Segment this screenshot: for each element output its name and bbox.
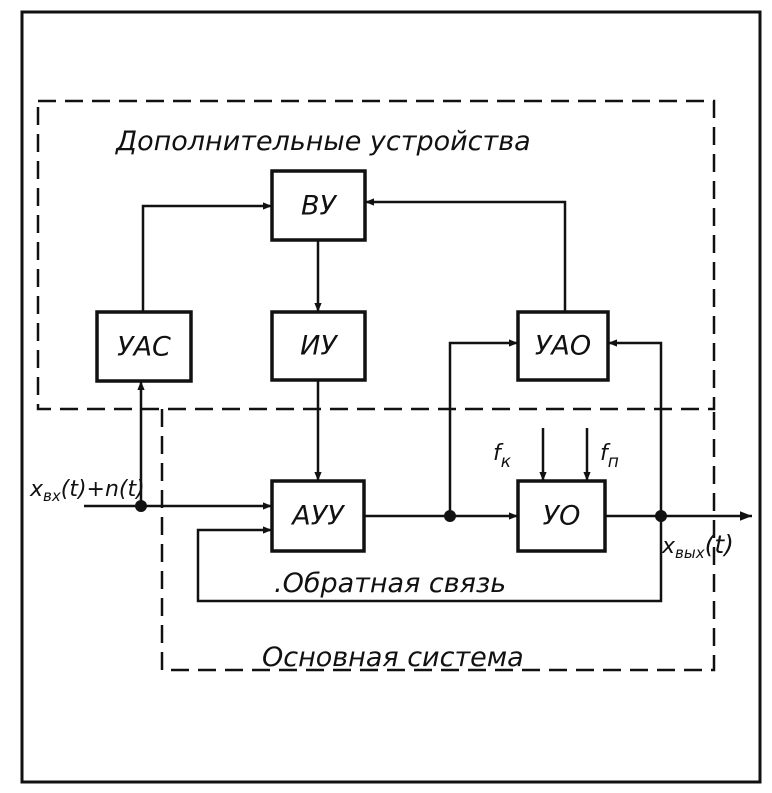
wire-uao-to-vu xyxy=(365,198,567,312)
additional-devices-label: Дополнительные устройства xyxy=(115,126,531,157)
disturbance-fk-label: fк xyxy=(493,441,512,472)
output-signal-label: xвых(t) xyxy=(661,530,734,562)
additional-devices-region xyxy=(36,99,716,411)
block-vu-label: ВУ xyxy=(301,191,338,222)
wire-control-to-uao xyxy=(448,339,518,516)
block-uas-label: УАС xyxy=(117,332,171,363)
block-auu-label: АУУ xyxy=(290,501,345,532)
junction-output xyxy=(655,510,667,522)
block-iu: ИУ xyxy=(270,310,367,382)
block-uo-label: УО xyxy=(543,501,581,532)
input-signal-label: xвх(t)+n(t) xyxy=(29,477,145,505)
wire-uas-to-vu xyxy=(141,202,272,312)
block-iu-label: ИУ xyxy=(300,331,338,362)
wire-output-to-uao xyxy=(608,339,663,516)
main-system-label: Основная система xyxy=(262,642,524,673)
wire-feedback xyxy=(196,516,663,603)
junction-control xyxy=(444,510,456,522)
main-system-region xyxy=(160,409,716,672)
junction-input xyxy=(135,500,147,512)
block-uas: УАС xyxy=(95,310,193,383)
block-uao-label: УАО xyxy=(535,331,591,362)
block-uo: УО xyxy=(516,479,607,553)
outer-frame xyxy=(20,10,762,784)
block-vu: ВУ xyxy=(270,169,367,242)
block-auu: АУУ xyxy=(270,479,366,553)
feedback-label: .Обратная связь xyxy=(274,568,506,599)
block-uao: УАО xyxy=(516,310,610,382)
disturbance-fp-label: fп xyxy=(600,441,619,472)
